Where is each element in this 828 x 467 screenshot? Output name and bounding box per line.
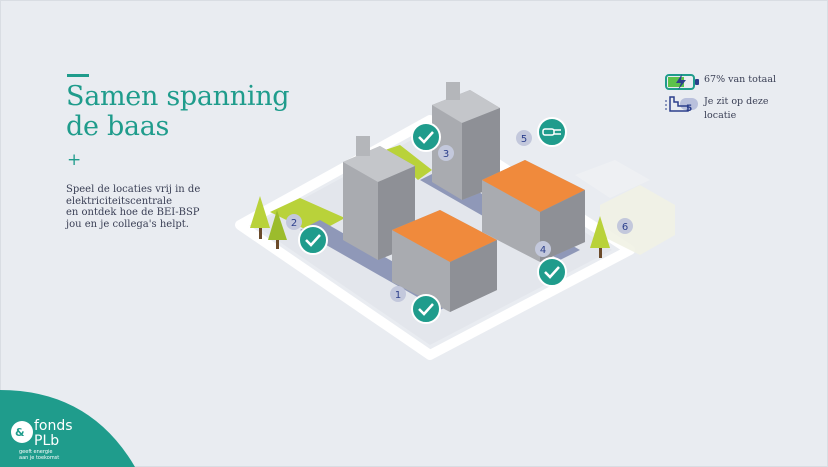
title-line-1: Samen spanning [66,81,290,112]
svg-text:fonds: fonds [34,418,73,434]
svg-text:6: 6 [622,222,628,233]
location-number-5[interactable]: 5 [516,130,532,146]
page-title: Samen spanning de baas [66,81,290,142]
building-side [540,190,585,262]
intro-line: en ontdek hoe de BEI-BSP [66,207,200,218]
location-check-2[interactable] [298,225,328,255]
intro-line: elektriciteitscentrale [66,195,173,207]
current-location-5[interactable] [537,117,567,147]
location-number-3[interactable]: 3 [438,145,454,161]
svg-text:geeft energie: geeft energie [19,449,52,455]
locked-area-6 [600,185,675,255]
chimney [356,136,370,156]
tower-top [432,90,500,123]
location-number-2[interactable]: 2 [286,214,302,230]
battery-icon [665,74,699,90]
svg-text:aan je toekomst: aan je toekomst [19,455,59,461]
location-number-6[interactable]: 6 [617,218,633,234]
svg-text:&: & [15,426,25,439]
building-side [450,240,497,312]
intro-line: Speel de locaties vrij in de [66,184,201,195]
roof [482,160,585,212]
svg-text:5: 5 [521,134,527,145]
progress-legend: 67% van totaal [664,73,784,91]
intro-text: Speel de locaties vrij in de elektricite… [66,184,266,230]
svg-text:5: 5 [686,104,692,113]
location-label-text: Je zit op deze locatie [704,96,769,121]
title-line-2: de baas [66,111,170,142]
legend: 67% van totaal Je zit op deze locatie [664,73,784,127]
location-check-3[interactable] [411,122,441,152]
location-label: Je zit op deze locatie [704,95,784,123]
intro-line: jou en je collega's helpt. [66,218,189,230]
ghost-building [575,160,650,198]
tree [250,196,270,239]
svg-text:1: 1 [395,290,401,301]
location-check-1[interactable] [411,294,441,324]
chimney [446,82,460,100]
location-badge-icon [665,96,698,112]
location-number-1[interactable]: 1 [390,286,406,302]
tree [590,216,610,258]
location-check-4[interactable] [537,257,567,287]
title-accent-line [67,74,89,77]
svg-text:3: 3 [443,149,449,160]
expand-plus-button[interactable]: + [67,150,82,170]
location-legend: Je zit op deze locatie [664,95,784,123]
tree [268,210,287,249]
location-number-badge: 5 [686,104,692,113]
svg-text:2: 2 [291,218,297,229]
svg-text:PLb: PLb [34,433,59,449]
roof [392,210,497,262]
svg-text:4: 4 [540,245,546,256]
fonds-plb-logo: & fonds PLb geeft energie aan je toekoms… [0,390,135,467]
location-number-4[interactable]: 4 [535,241,551,257]
progress-label: 67% van totaal [704,74,777,85]
